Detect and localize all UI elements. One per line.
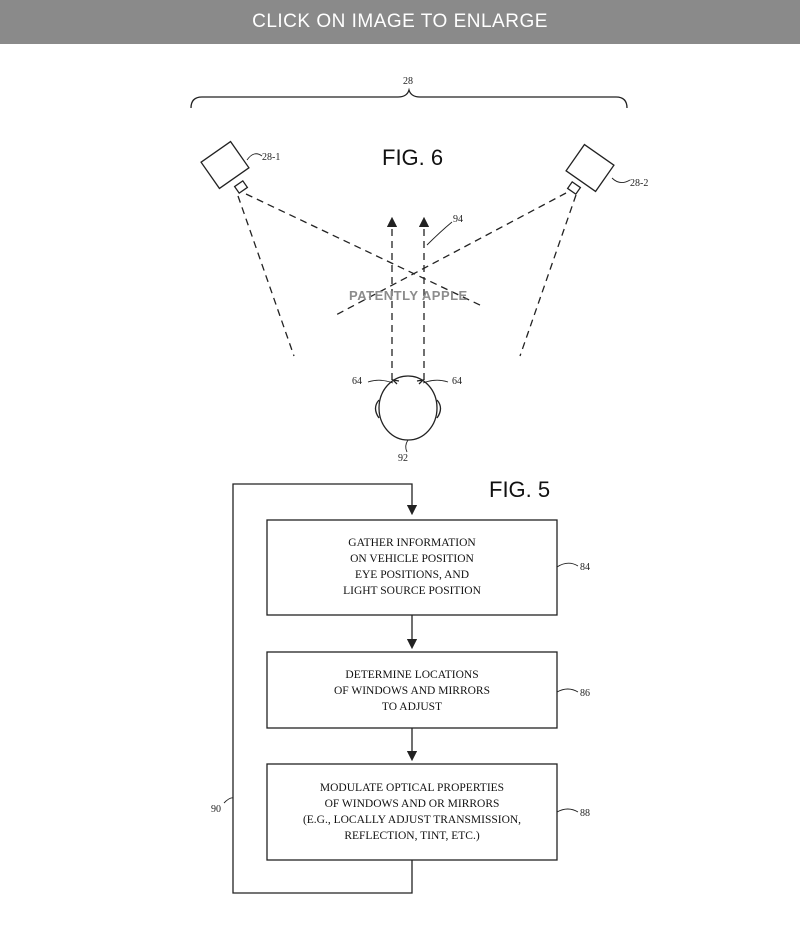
svg-text:MODULATE OPTICAL PROPERTIES: MODULATE OPTICAL PROPERTIES [320,782,504,794]
head [374,375,442,441]
svg-text:REFLECTION, TINT, ETC.): REFLECTION, TINT, ETC.) [344,830,479,842]
fig6-title: FIG. 6 [382,145,443,170]
fig5-title: FIG. 5 [489,477,550,502]
flow-box-gather-information: GATHER INFORMATION ON VEHICLE POSITION E… [266,519,558,616]
feedback-loop [232,483,418,894]
click-to-enlarge-banner[interactable]: CLICK ON IMAGE TO ENLARGE [0,0,800,44]
patent-drawing[interactable]: 28 FIG. 6 28-1 28-2 94 PATENTLY APPLE [0,44,800,949]
fov-left-inner [245,193,483,307]
ref-84: 84 [580,562,590,573]
svg-text:DETERMINE LOCATIONS: DETERMINE LOCATIONS [345,669,478,681]
fov-left-outer [237,195,295,357]
fov-right-outer [519,194,577,357]
ref-64-right: 64 [452,376,462,387]
ref-28-2: 28-2 [630,178,648,189]
flow-box-determine-locations: DETERMINE LOCATIONS OF WINDOWS AND MIRRO… [266,651,558,729]
svg-text:EYE POSITIONS, AND: EYE POSITIONS, AND [355,569,469,581]
svg-text:TO ADJUST: TO ADJUST [382,701,442,713]
ref-28-1: 28-1 [262,152,280,163]
watermark: PATENTLY APPLE [349,288,468,303]
ref-88: 88 [580,808,590,819]
camera-right [565,143,615,196]
flow-box-modulate-optical-properties: MODULATE OPTICAL PROPERTIES OF WINDOWS A… [266,763,558,861]
ref-94: 94 [453,214,463,225]
camera-group-brace [190,87,628,109]
camera-left [200,140,250,195]
svg-text:OF WINDOWS AND MIRRORS: OF WINDOWS AND MIRRORS [334,685,490,697]
svg-text:LIGHT SOURCE POSITION: LIGHT SOURCE POSITION [343,585,481,597]
svg-text:OF WINDOWS AND OR MIRRORS: OF WINDOWS AND OR MIRRORS [325,798,500,810]
ref-92: 92 [398,453,408,464]
ref-90: 90 [211,804,221,815]
ref-64-left: 64 [352,376,362,387]
fig5-flowchart: FIG. 5 90 GATHER INFORMATION ON VEHICLE … [211,477,590,894]
ref-86: 86 [580,688,590,699]
ref-28: 28 [403,76,413,87]
svg-text:GATHER INFORMATION: GATHER INFORMATION [348,537,476,549]
fov-right-inner [333,192,567,317]
svg-text:ON VEHICLE POSITION: ON VEHICLE POSITION [350,553,474,565]
fig6-diagram: 28 FIG. 6 28-1 28-2 94 PATENTLY APPLE [190,76,648,464]
svg-text:(E.G., LOCALLY ADJUST TRANSMIS: (E.G., LOCALLY ADJUST TRANSMISSION, [303,814,521,826]
